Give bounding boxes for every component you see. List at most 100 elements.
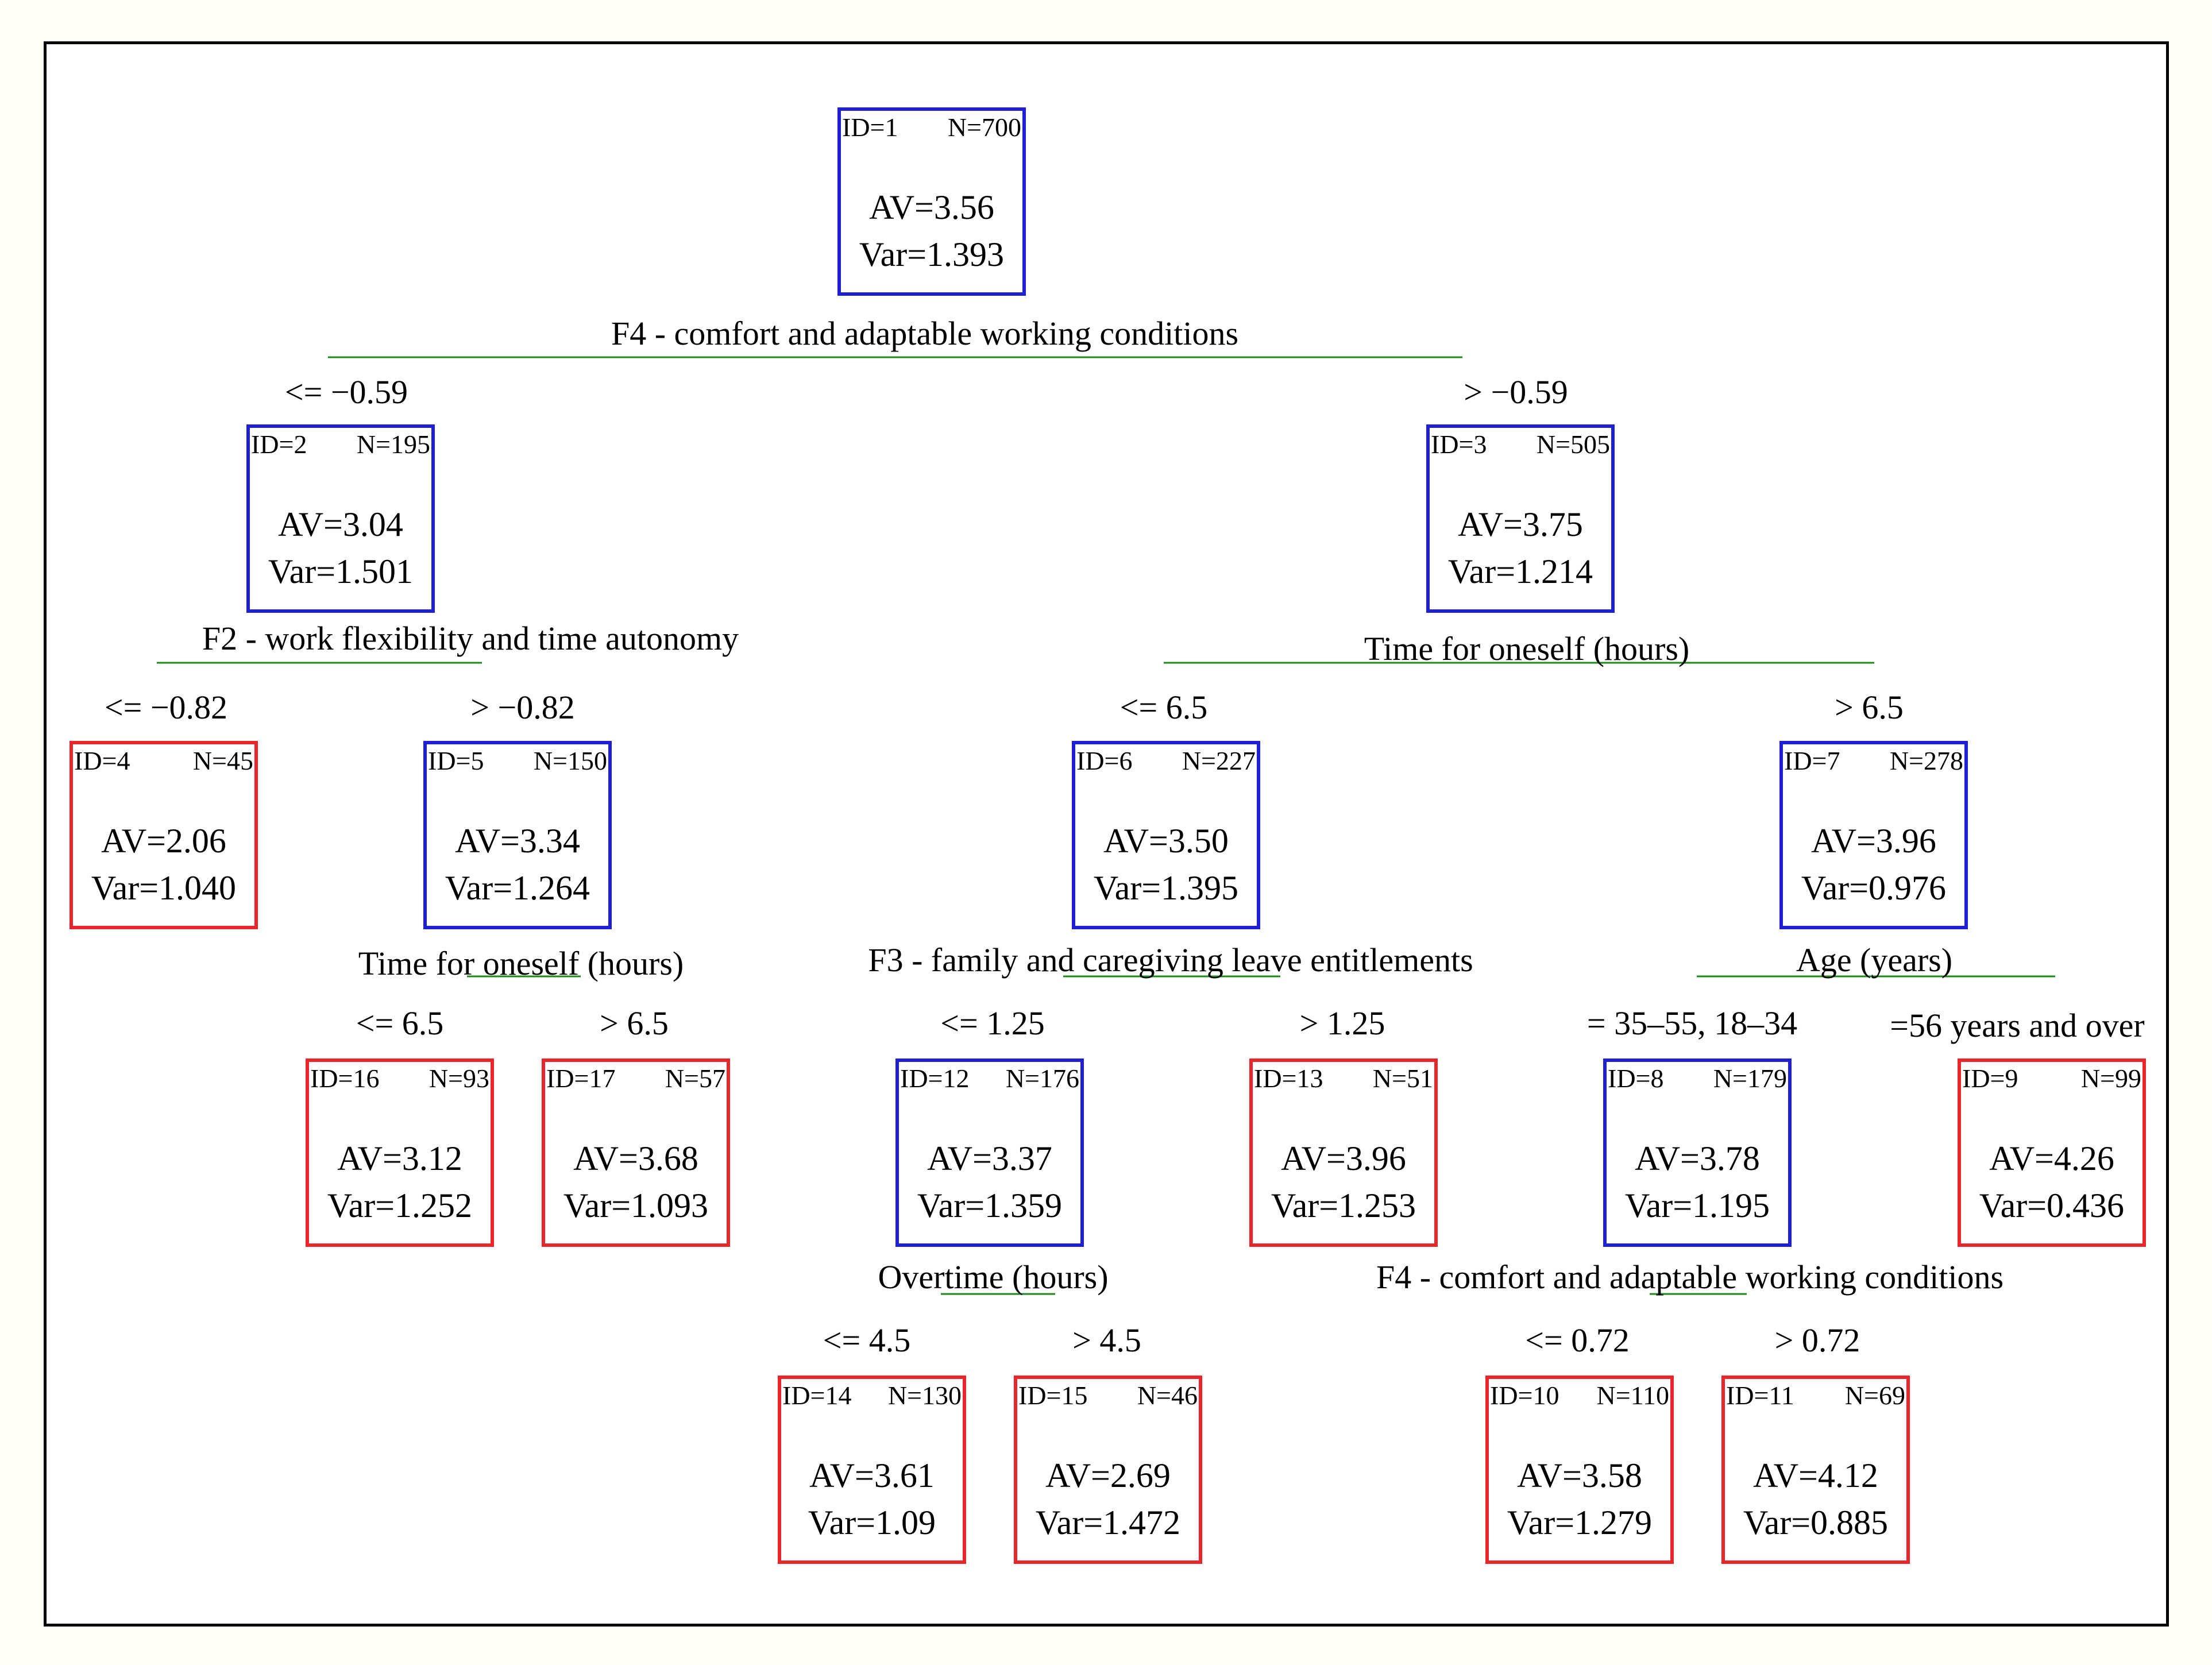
node-count: N=700 <box>947 113 1021 142</box>
node-variance: Var=1.040 <box>91 869 237 907</box>
condition-node2-right: > −0.82 <box>470 689 575 726</box>
node-count: N=150 <box>533 746 607 775</box>
node-count: N=46 <box>1137 1381 1198 1410</box>
tree-node-14: ID=14 N=130 AV=3.61 Var=1.09 <box>778 1376 966 1564</box>
node-variance: Var=1.501 <box>268 553 414 590</box>
node-average: AV=4.12 <box>1753 1457 1878 1494</box>
condition-node1-left: <= −0.59 <box>284 373 408 411</box>
condition-node5-left: <= 6.5 <box>356 1005 444 1042</box>
node-variance: Var=1.253 <box>1271 1187 1416 1224</box>
node-average: AV=3.56 <box>869 188 994 226</box>
node-count: N=179 <box>1713 1064 1787 1093</box>
node-variance: Var=1.09 <box>808 1504 936 1542</box>
split-label-f4-lower: F4 - comfort and adaptable working condi… <box>1376 1258 2004 1296</box>
diagram-frame: F4 - comfort and adaptable working condi… <box>44 41 2169 1627</box>
tree-node-8: ID=8 N=179 AV=3.78 Var=1.195 <box>1603 1059 1792 1247</box>
node-id: ID=4 <box>74 746 130 775</box>
split-label-f2: F2 - work flexibility and time autonomy <box>202 620 739 657</box>
node-id: ID=11 <box>1726 1381 1794 1410</box>
node-variance: Var=1.252 <box>327 1187 473 1224</box>
tree-node-12: ID=12 N=176 AV=3.37 Var=1.359 <box>895 1059 1084 1247</box>
node-variance: Var=0.436 <box>1979 1187 2125 1224</box>
node-count: N=45 <box>192 746 253 775</box>
node-variance: Var=1.264 <box>445 869 590 907</box>
node-count: N=278 <box>1889 746 1963 775</box>
node-average: AV=3.75 <box>1458 505 1583 543</box>
node-count: N=69 <box>1844 1381 1905 1410</box>
tree-node-17: ID=17 N=57 AV=3.68 Var=1.093 <box>542 1059 730 1247</box>
tree-node-15: ID=15 N=46 AV=2.69 Var=1.472 <box>1014 1376 1202 1564</box>
node-id: ID=1 <box>842 113 898 142</box>
node-count: N=110 <box>1596 1381 1669 1410</box>
node-count: N=176 <box>1005 1064 1079 1093</box>
condition-node6-left: <= 1.25 <box>940 1005 1045 1042</box>
node-variance: Var=1.393 <box>859 235 1005 273</box>
node-average: AV=3.68 <box>573 1139 698 1177</box>
node-variance: Var=0.885 <box>1743 1504 1889 1542</box>
node-variance: Var=1.359 <box>917 1187 1063 1224</box>
node-average: AV=2.69 <box>1045 1457 1171 1494</box>
node-count: N=195 <box>356 430 430 459</box>
node-count: N=227 <box>1182 746 1256 775</box>
node-variance: Var=1.214 <box>1447 553 1593 590</box>
tree-node-10: ID=10 N=110 AV=3.58 Var=1.279 <box>1485 1376 1674 1564</box>
split-label-overtime: Overtime (hours) <box>878 1258 1109 1296</box>
node-variance: Var=1.195 <box>1624 1187 1770 1224</box>
condition-node2-left: <= −0.82 <box>104 689 228 726</box>
split-label-age: Age (years) <box>1796 941 1953 979</box>
node-id: ID=17 <box>546 1064 616 1093</box>
split-label-time-for-oneself-right: Time for oneself (hours) <box>1364 630 1690 667</box>
node-average: AV=3.37 <box>927 1139 1052 1177</box>
node-id: ID=8 <box>1608 1064 1664 1093</box>
split-label-f4-root: F4 - comfort and adaptable working condi… <box>611 315 1239 352</box>
condition-node1-right: > −0.59 <box>1464 373 1568 411</box>
condition-node7-right: =56 years and over <box>1890 1007 2145 1044</box>
node-average: AV=3.58 <box>1517 1457 1642 1494</box>
tree-node-5: ID=5 N=150 AV=3.34 Var=1.264 <box>423 741 612 929</box>
node-id: ID=5 <box>428 746 484 775</box>
node-average: AV=3.96 <box>1281 1139 1406 1177</box>
split-lines <box>157 356 2055 1295</box>
node-variance: Var=1.395 <box>1093 869 1239 907</box>
tree-node-6: ID=6 N=227 AV=3.50 Var=1.395 <box>1072 741 1260 929</box>
node-average: AV=3.61 <box>809 1457 935 1494</box>
condition-node12-right: > 4.5 <box>1072 1322 1141 1359</box>
node-average: AV=2.06 <box>101 822 226 860</box>
node-count: N=130 <box>887 1381 962 1410</box>
node-average: AV=3.12 <box>337 1139 462 1177</box>
condition-node3-left: <= 6.5 <box>1119 689 1208 726</box>
node-id: ID=12 <box>900 1064 970 1093</box>
node-id: ID=2 <box>251 430 307 459</box>
node-id: ID=7 <box>1784 746 1840 775</box>
condition-node6-right: > 1.25 <box>1299 1005 1385 1042</box>
node-count: N=99 <box>2080 1064 2141 1093</box>
node-count: N=505 <box>1536 430 1610 459</box>
node-count: N=51 <box>1372 1064 1433 1093</box>
condition-node7-left: = 35–55, 18–34 <box>1586 1005 1798 1042</box>
node-id: ID=13 <box>1254 1064 1323 1093</box>
node-average: AV=3.34 <box>455 822 580 860</box>
condition-node5-right: > 6.5 <box>600 1005 669 1042</box>
node-count: N=57 <box>665 1064 725 1093</box>
condition-node8-right: > 0.72 <box>1774 1322 1860 1359</box>
condition-node3-right: > 6.5 <box>1835 689 1904 726</box>
condition-node12-left: <= 4.5 <box>823 1322 911 1359</box>
tree-node-7: ID=7 N=278 AV=3.96 Var=0.976 <box>1779 741 1968 929</box>
tree-node-16: ID=16 N=93 AV=3.12 Var=1.252 <box>306 1059 494 1247</box>
node-variance: Var=0.976 <box>1801 869 1947 907</box>
node-average: AV=4.26 <box>1989 1139 2114 1177</box>
condition-node8-left: <= 0.72 <box>1525 1322 1630 1359</box>
node-id: ID=9 <box>1962 1064 2018 1093</box>
node-id: ID=3 <box>1431 430 1487 459</box>
tree-node-1: ID=1 N=700 AV=3.56 Var=1.393 <box>837 107 1026 296</box>
node-average: AV=3.78 <box>1635 1139 1760 1177</box>
node-average: AV=3.50 <box>1103 822 1229 860</box>
node-id: ID=16 <box>310 1064 380 1093</box>
node-id: ID=10 <box>1490 1381 1559 1410</box>
node-average: AV=3.96 <box>1811 822 1936 860</box>
node-id: ID=6 <box>1076 746 1133 775</box>
tree-node-11: ID=11 N=69 AV=4.12 Var=0.885 <box>1721 1376 1910 1564</box>
node-average: AV=3.04 <box>278 505 403 543</box>
tree-node-3: ID=3 N=505 AV=3.75 Var=1.214 <box>1426 424 1615 613</box>
split-label-f3: F3 - family and caregiving leave entitle… <box>868 941 1473 979</box>
